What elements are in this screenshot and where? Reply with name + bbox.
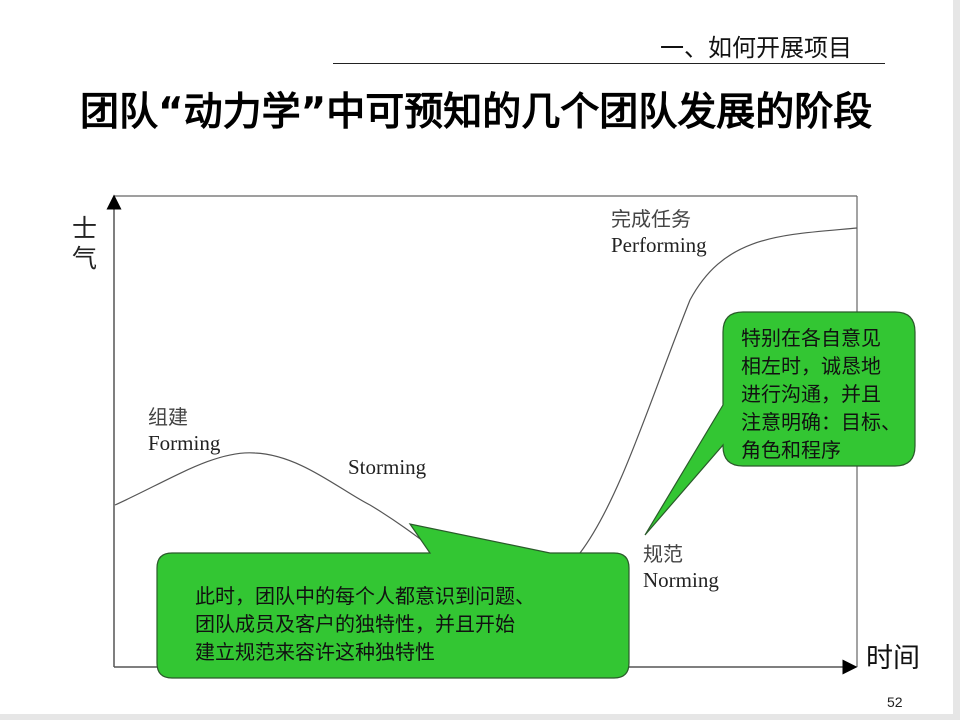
slide-title: 团队“动力学”中可预知的几个团队发展的阶段 xyxy=(80,90,873,135)
section-heading: 一、如何开展项目 xyxy=(660,34,852,62)
callout-line: 注意明确：目标、 xyxy=(741,410,901,434)
callout-line: 团队成员及客户的独特性，并且开始 xyxy=(195,612,515,636)
stage-performing-cn: 完成任务 xyxy=(611,207,691,231)
stage-norming: 规范 Norming xyxy=(643,541,719,593)
callout-line: 角色和程序 xyxy=(741,438,841,462)
callout-storming-text: 此时，团队中的每个人都意识到问题、 团队成员及客户的独特性，并且开始 建立规范来… xyxy=(195,582,535,666)
stage-norming-cn: 规范 xyxy=(643,542,683,566)
x-axis-label: 时间 xyxy=(866,643,920,674)
viewer-bottom-edge xyxy=(0,714,960,720)
stage-storming: Storming xyxy=(348,454,426,480)
stage-forming-cn: 组建 xyxy=(148,405,188,429)
callout-bubble-storming xyxy=(156,523,630,679)
stage-performing-en: Performing xyxy=(611,233,707,257)
viewer-right-edge xyxy=(953,0,960,720)
morale-curve xyxy=(114,227,858,554)
page-number: 52 xyxy=(887,694,903,710)
stage-forming-en: Forming xyxy=(148,431,221,455)
stage-performing: 完成任务 Performing xyxy=(611,206,707,258)
stage-norming-en: Norming xyxy=(643,568,719,592)
callout-norming-text: 特别在各自意见 相左时，诚恳地 进行沟通，并且 注意明确：目标、 角色和程序 xyxy=(741,324,901,464)
stage-forming: 组建 Forming xyxy=(148,404,220,456)
callout-bubble-norming xyxy=(644,311,916,536)
callout-line: 建立规范来容许这种独特性 xyxy=(195,640,435,664)
y-axis-label: 士气 xyxy=(72,214,98,273)
callout-line: 此时，团队中的每个人都意识到问题、 xyxy=(195,584,535,608)
callout-line: 特别在各自意见 xyxy=(741,326,881,350)
callout-line: 进行沟通，并且 xyxy=(741,382,881,406)
header-divider xyxy=(333,63,885,64)
stage-storming-en: Storming xyxy=(348,455,427,479)
callout-line: 相左时，诚恳地 xyxy=(741,354,881,378)
